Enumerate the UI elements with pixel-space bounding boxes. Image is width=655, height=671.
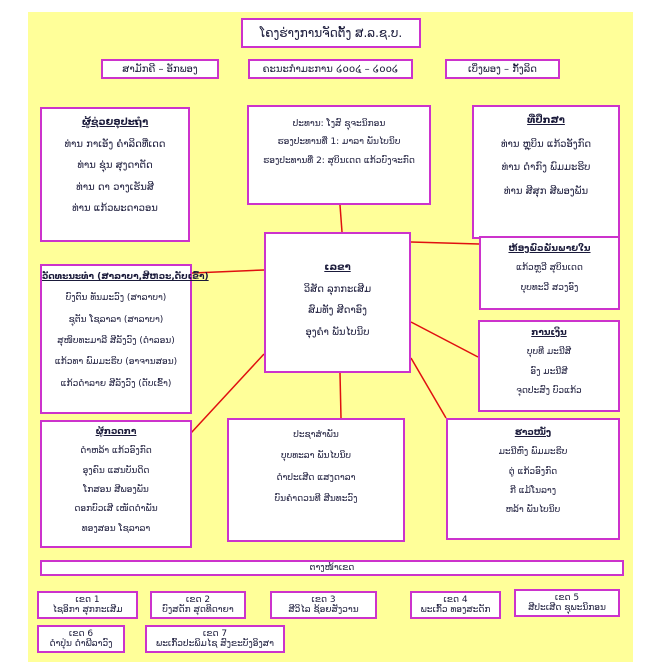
- advisors-heading: ຜູ້ຊ່ວຍອຸປະຖຳ: [81, 117, 149, 128]
- international-item: ແກ້ວຫຼວີ ສຸບິນເດດ: [516, 263, 583, 274]
- members-heading: ວັດທະນະທຳ (ສາລາບາ,ສີຫວະ,ດັບເຂົ້າ): [42, 272, 209, 282]
- connector-secretary-inspector: [190, 353, 265, 434]
- member-item: ສຸໜິບທະມາລີ ສີລັງວົງ (ດໍາລອນ): [57, 336, 175, 347]
- advisor-item: ທ່ານ ກາເອັງ ຄໍາລິດທີ່ເດດ: [64, 138, 166, 150]
- international-box: ຫ້ອງພົວພັນພາຍໃນ ແກ້ວຫຼວີ ສຸບິນເດດ ບຸບທະວ…: [479, 236, 620, 310]
- vice-president-2: ຮອງປະທານທີ່ 2: ສຸບິນເດດ ແກ້ວບົງຈະກົດ: [263, 155, 415, 166]
- member-item: ແກ້ວທາ ພົມມະຮິບ (ອາຈານສອນ): [54, 357, 178, 368]
- title-box: ໂຄງຮ່າງການຈັດຕັ້ງ ສ.ລ.ຊ.ບ.: [241, 18, 421, 48]
- advisor-item: ທ່ານ ຊຸ່ນ ສຸງດາຕັດ: [77, 160, 153, 171]
- zone-name: ເຂດ 4: [443, 595, 468, 605]
- zone-person: ບົງສດັກ ສຸດທິດາຍາ: [162, 605, 234, 616]
- zone-box-7: ເຂດ 7 ພະເກົ້ວປະພິມໄຊ ສົງຂະບັງອິງສາ: [145, 625, 285, 653]
- zone-box-2: ເຂດ 2 ບົງສດັກ ສຸດທິດາຍາ: [150, 591, 246, 619]
- consultant-item: ທ່ານ ດໍາກົງ ພົມມະຮິບ: [501, 162, 591, 173]
- connector-president-secretary: [339, 204, 343, 233]
- zone-name: ເຂດ 2: [185, 595, 211, 605]
- public-relations-box: ປະຊາສໍາພັນ ບຸບທະລາ ພັນໄບນິບ ດໍາປະເສີດ ແສ…: [227, 418, 405, 542]
- subtitle-right-box: ເບິ່ງພອງ – ກັ້ງລິດ: [445, 59, 560, 79]
- zone-name: ເຂດ 7: [202, 629, 228, 639]
- public-relations-item: ບຸບທະລາ ພັນໄບນິບ: [280, 451, 352, 462]
- zone-box-4: ເຂດ 4 ພະເກົ້ວ ທອງສະດັກ: [410, 591, 501, 619]
- zone-person: ພະເກົ້ວ ທອງສະດັກ: [420, 605, 491, 616]
- zone-person: ສີປະເສີດ ຊຸພະນິກອນ: [528, 603, 606, 614]
- branch-bar: ຕາງໜ້າເຂດ: [40, 560, 624, 576]
- zone-name: ເຂດ 3: [311, 595, 336, 605]
- zone-name: ເຂດ 6: [68, 629, 94, 639]
- international-item: ບຸບທະວີ ສວງອົງ: [520, 282, 579, 293]
- zone-box-1: ເຂດ 1 ໄຊອິກາ ສຸກກະເສີມ: [37, 591, 138, 619]
- finance-box: ການເງິນ ບຸບທີ ມະນີສີ ອົງ ມະນີສີ ຈຸດປະສົງ…: [478, 320, 620, 412]
- finance-item: ບຸບທີ ມະນີສີ: [526, 347, 572, 358]
- international-heading: ຫ້ອງພົວພັນພາຍໃນ: [508, 244, 591, 254]
- advisor-item: ທ່ານ ແກ້ວພະດາວອນ: [72, 203, 158, 214]
- branch-bar-label: ຕາງໜ້າເຂດ: [309, 563, 355, 573]
- org-chart-canvas: ໂຄງຮ່າງການຈັດຕັ້ງ ສ.ລ.ຊ.ບ. ສາມັກຄີ – ອັກ…: [28, 12, 633, 662]
- connector-lines: [168, 204, 480, 434]
- consultant-item: ທ່ານ ສີສຸກ ສີພອງພັນ: [503, 185, 589, 197]
- vice-president-1: ຮອງປະທານທີ່ 1: ມາລາ ພັນໄບນິບ: [277, 137, 401, 148]
- zone-box-6: ເຂດ 6 ດໍາປຸ່ນ ດໍາພີລາວົງ: [37, 625, 125, 653]
- zone-person: ດໍາປຸ່ນ ດໍາພີລາວົງ: [49, 639, 113, 650]
- secretary-heading: ເລຂາ: [324, 262, 351, 273]
- finance-item: ອົງ ມະນີສີ: [530, 366, 568, 377]
- secretary-item: ວິສັດ ລຸກກະເສີມ: [303, 283, 372, 295]
- inspector-item: ດໍາຫລ້າ ແກ້ວອົງກົດ: [80, 446, 152, 457]
- zone-person: ສີວິໄລ ຊ້ອຍສັງວານ: [288, 605, 359, 616]
- activities-item: ຕູ່ ແກ້ວອົງກົດ: [508, 466, 558, 477]
- subtitle-center-box: ຄະນະກຳມະການ ໒໐໐໔ – ໒໐໐໒: [248, 59, 413, 79]
- zone-name: ເຂດ 5: [554, 593, 580, 603]
- subtitle-center: ຄະນະກຳມະການ ໒໐໐໔ – ໒໐໐໒: [262, 64, 399, 75]
- activities-item: ມະນີຫົງ ພົມມະຮິບ: [498, 447, 568, 458]
- inspector-item: ທອງສອນ ໂຊລາລາ: [81, 523, 151, 534]
- consultants-heading: ທີ່ປຶກສາ: [527, 115, 565, 126]
- activities-heading: ຮາວໜັງ: [514, 428, 552, 438]
- zone-name: ເຂດ 1: [75, 595, 100, 605]
- public-relations-item: ບົນຄໍາດວນທີ ສີນທະວົງ: [274, 494, 358, 505]
- zone-box-3: ເຂດ 3 ສີວິໄລ ຊ້ອຍສັງວານ: [270, 591, 377, 619]
- public-relations-heading: ປະຊາສໍາພັນ: [293, 430, 339, 440]
- inspector-item: ອຸງຄົນ ແສນບັນດິດ: [82, 465, 150, 476]
- activities-box: ຮາວໜັງ ມະນີຫົງ ພົມມະຮິບ ຕູ່ ແກ້ວອົງກົດ ກ…: [446, 418, 620, 540]
- consultant-item: ທ່ານ ຫຼຸບິນ ແກ້ວອັງກົດ: [500, 138, 592, 150]
- members-box: ວັດທະນະທຳ (ສາລາບາ,ສີຫວະ,ດັບເຂົ້າ) ບົງຕົນ…: [40, 264, 209, 414]
- public-relations-item: ດໍາປະເສີດ ແສງດາລາ: [276, 472, 356, 483]
- member-item: ແກ້ວດໍາລາຍ ສີລັງວົງ (ດັບເຂົ້າ): [60, 378, 172, 389]
- member-item: ບົງຕົນ ທັນມະວົງ (ສາລາບາ): [65, 293, 167, 304]
- advisor-item: ທ່ານ ດາ ວາງເຮັນສີ: [76, 181, 154, 193]
- member-item: ຊຸຕັນ ໂຊລາລາ (ສາລາບາ): [68, 314, 164, 325]
- president-line: ປະທານ: ໂງສົ ຊຸຈະນິກອນ: [292, 119, 386, 129]
- subtitle-left-box: ສາມັກຄີ – ອັກພອງ: [101, 59, 219, 79]
- zone-person: ໄຊອິກາ ສຸກກະເສີມ: [52, 605, 123, 616]
- secretary-box: ເລຂາ ວິສັດ ລຸກກະເສີມ ສົມທັງ ສີດາອົງ ອຸງຄ…: [264, 232, 411, 373]
- finance-item: ຈຸດປະສົງ ບົວແກ້ວ: [516, 386, 582, 397]
- connector-secretary-finance: [410, 321, 479, 358]
- connector-secretary-activities: [410, 357, 447, 419]
- advisors-box: ຜູ້ຊ່ວຍອຸປະຖຳ ທ່ານ ກາເອັງ ຄໍາລິດທີ່ເດດ ທ…: [40, 107, 190, 242]
- subtitle-right: ເບິ່ງພອງ – ກັ້ງລິດ: [468, 64, 537, 75]
- secretary-item: ສົມທັງ ສີດາອົງ: [308, 305, 367, 316]
- inspector-item: ດອກບົວເສີ ເໜັດດໍາພັນ: [74, 504, 158, 515]
- chart-title: ໂຄງຮ່າງການຈັດຕັ້ງ ສ.ລ.ຊ.ບ.: [259, 26, 403, 40]
- consultants-box: ທີ່ປຶກສາ ທ່ານ ຫຼຸບິນ ແກ້ວອັງກົດ ທ່ານ ດໍາ…: [472, 105, 620, 239]
- president-box: ປະທານ: ໂງສົ ຊຸຈະນິກອນ ຮອງປະທານທີ່ 1: ມາລ…: [247, 105, 431, 205]
- subtitle-left: ສາມັກຄີ – ອັກພອງ: [122, 64, 198, 75]
- connector-secretary-international: [410, 241, 480, 245]
- connector-secretary-pr: [339, 372, 342, 419]
- finance-heading: ການເງິນ: [531, 328, 567, 338]
- secretary-item: ອຸງຄໍາ ພັນໄບນິບ: [305, 326, 370, 338]
- inspector-heading: ຜູ້ກວດກາ: [95, 427, 137, 437]
- inspector-item: ໂກສອນ ສີພອງພັນ: [83, 485, 149, 496]
- inspector-box: ຜູ້ກວດກາ ດໍາຫລ້າ ແກ້ວອົງກົດ ອຸງຄົນ ແສນບັ…: [40, 420, 192, 548]
- zone-box-5: ເຂດ 5 ສີປະເສີດ ຊຸພະນິກອນ: [514, 589, 620, 617]
- activities-item: ຫລ້າ ພັນໄບນິບ: [505, 505, 561, 516]
- activities-item: ກີ ແມ້ໂນລາງ: [509, 486, 557, 497]
- zone-person: ພະເກົ້ວປະພິມໄຊ ສົງຂະບັງອິງສາ: [156, 639, 274, 650]
